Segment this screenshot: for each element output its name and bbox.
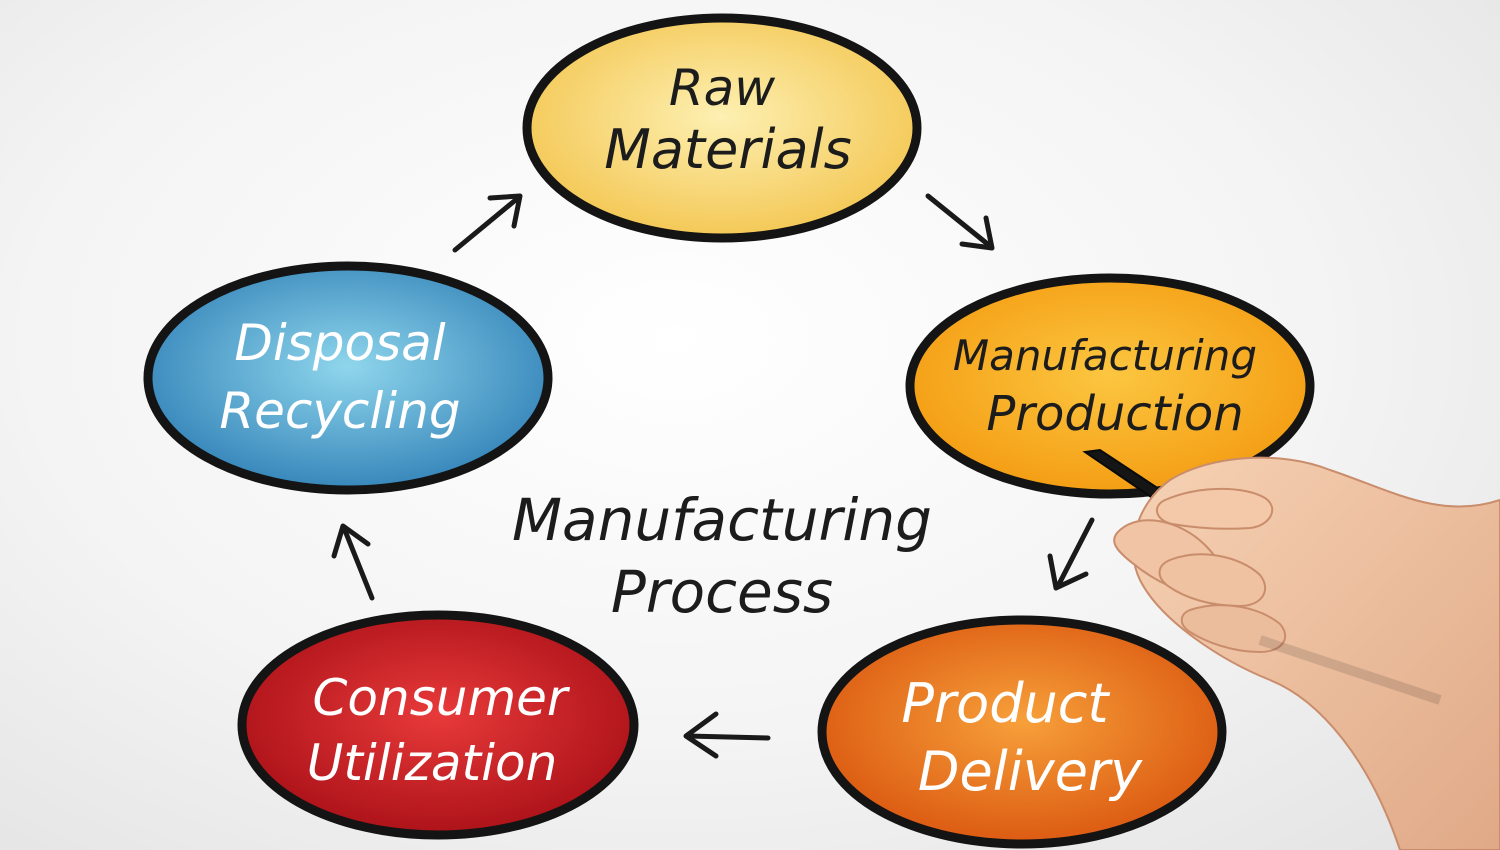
center-title: Manufacturing Process — [512, 486, 932, 626]
node-product-delivery-line2: Delivery — [918, 740, 1143, 803]
arrow-consumer-to-disposal — [331, 523, 375, 601]
node-consumer-utilization: Consumer Utilization — [237, 610, 639, 840]
center-title-line2: Process — [611, 558, 833, 626]
node-manufacturing-production: Manufacturing Production — [905, 273, 1315, 499]
node-product-delivery: Product Delivery — [817, 615, 1227, 849]
node-product-delivery-line1: Product — [901, 672, 1110, 735]
node-consumer-utilization-ellipse — [237, 610, 639, 840]
arrow-disposal-to-raw — [452, 193, 523, 253]
node-manufacturing-production-ellipse — [905, 273, 1315, 499]
node-manufacturing-production-line2: Production — [986, 386, 1243, 442]
node-raw-materials: Raw Materials — [522, 13, 922, 243]
node-raw-materials-ellipse — [522, 13, 922, 243]
hand-holding-pen-icon — [1082, 448, 1500, 850]
node-disposal-recycling-line2: Recycling — [219, 382, 460, 440]
node-manufacturing-production-line1: Manufacturing — [953, 331, 1257, 380]
node-raw-materials-line1: Raw — [669, 59, 775, 117]
node-consumer-utilization-line1: Consumer — [313, 669, 571, 727]
arrow-production-to-delivery — [1047, 517, 1095, 591]
center-title-line1: Manufacturing — [512, 486, 932, 554]
node-disposal-recycling: Disposal Recycling — [143, 261, 553, 495]
node-disposal-recycling-line1: Disposal — [234, 314, 445, 372]
arrow-delivery-to-consumer — [683, 711, 771, 759]
node-raw-materials-line2: Materials — [604, 118, 852, 181]
arrow-raw-to-production — [925, 193, 995, 251]
node-product-delivery-ellipse — [817, 615, 1227, 849]
node-consumer-utilization-line2: Utilization — [307, 734, 558, 792]
node-disposal-recycling-ellipse — [143, 261, 553, 495]
